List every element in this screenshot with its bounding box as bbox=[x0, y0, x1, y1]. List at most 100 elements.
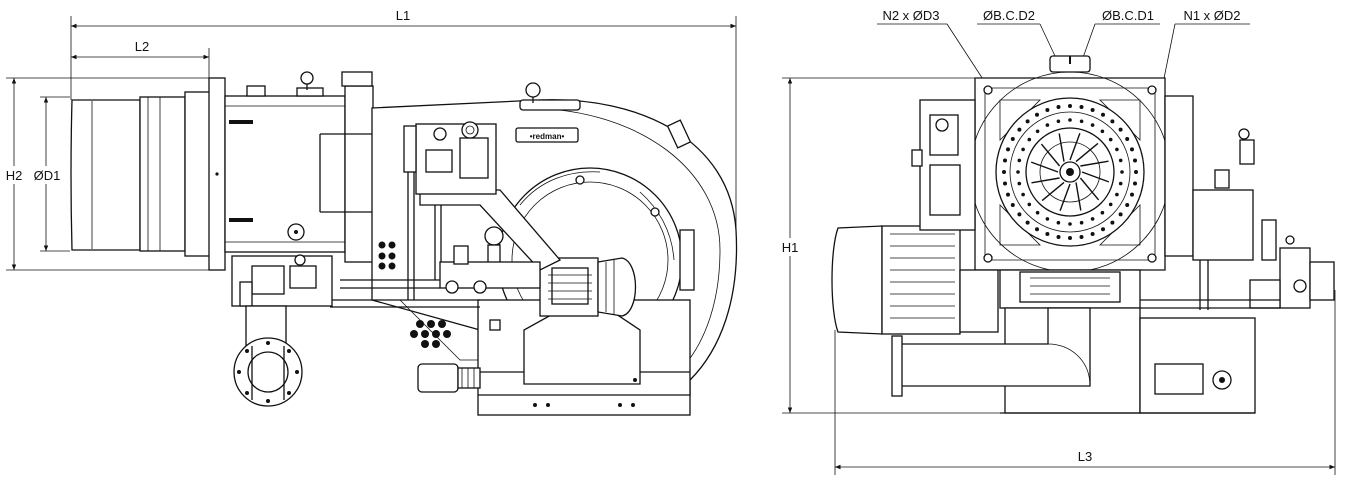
swirler-hole bbox=[1035, 210, 1040, 215]
swirler-hole bbox=[1108, 137, 1113, 142]
swirler-hole bbox=[1010, 137, 1015, 141]
swirler-hole bbox=[1130, 147, 1134, 152]
dimension-l1-label: L1 bbox=[396, 8, 410, 23]
swirler-hole bbox=[1130, 192, 1134, 197]
swirler-hole bbox=[1133, 181, 1137, 186]
swirler-hole bbox=[1056, 105, 1061, 109]
swirler-holes bbox=[1002, 104, 1138, 240]
front-right-equipment bbox=[1140, 95, 1335, 310]
gas-inlet bbox=[233, 305, 303, 407]
dimension-d1-label: ØD1 bbox=[34, 168, 61, 183]
swirler-hole bbox=[1079, 105, 1084, 109]
nameplate-label: •redman• bbox=[530, 132, 565, 141]
swirler-hole bbox=[1010, 203, 1015, 207]
swirler-hole bbox=[1101, 112, 1105, 117]
swirler-hole bbox=[1118, 181, 1123, 186]
swirler-vane bbox=[1058, 133, 1065, 162]
swirler-hole bbox=[1056, 220, 1061, 225]
dimension-l3: L3 bbox=[834, 290, 1336, 475]
swirler-hole bbox=[1101, 227, 1105, 232]
swirler-hole bbox=[1079, 119, 1084, 124]
fan-motor bbox=[539, 257, 637, 317]
swirler-hole bbox=[1068, 222, 1072, 226]
dimension-h1: H1 bbox=[778, 77, 1005, 414]
swirler-hole bbox=[1125, 137, 1130, 141]
swirler-vane bbox=[1069, 132, 1081, 161]
swirler-hole bbox=[1108, 202, 1113, 207]
side-view: L1 L2 H2 ØD1 bbox=[2, 8, 738, 416]
swirler-hole bbox=[1118, 212, 1123, 217]
swirler-hole bbox=[1002, 170, 1006, 174]
fuel-train bbox=[231, 121, 562, 361]
swirler-vane bbox=[1040, 143, 1061, 167]
swirler-hole bbox=[1090, 232, 1095, 236]
swirler-hole bbox=[1118, 158, 1123, 163]
swirler-hole bbox=[1017, 158, 1022, 163]
dimension-l1: L1 bbox=[70, 8, 737, 230]
dimension-l2: L2 bbox=[71, 39, 210, 80]
dimension-l2-label: L2 bbox=[135, 39, 149, 54]
swirler-hole bbox=[1021, 147, 1025, 152]
swirler-hole bbox=[1110, 220, 1115, 225]
swirler-vane bbox=[1030, 161, 1059, 173]
dimension-h1-label: H1 bbox=[782, 240, 799, 255]
swirler-hole bbox=[1045, 232, 1050, 236]
swirler-hole bbox=[1027, 202, 1032, 207]
swirler-vane bbox=[1080, 160, 1109, 167]
swirler-hole bbox=[1035, 227, 1039, 232]
swirler-hole bbox=[1100, 129, 1105, 134]
callout-n2-d3: N2 x ØD3 bbox=[882, 8, 939, 23]
blast-tube bbox=[70, 77, 226, 271]
swirler-hole bbox=[1045, 217, 1050, 221]
swirler-vane bbox=[1059, 183, 1071, 212]
swirler-hole bbox=[1115, 147, 1119, 152]
swirler-hole bbox=[1110, 119, 1115, 124]
swirler-hole bbox=[1006, 192, 1010, 197]
callout-n1-d2: N1 x ØD2 bbox=[1183, 8, 1240, 23]
swirler-hole bbox=[1115, 192, 1119, 197]
swirler-hole bbox=[1025, 119, 1030, 124]
callout-bcd2: ØB.C.D2 bbox=[983, 8, 1035, 23]
swirler-hole bbox=[1003, 181, 1007, 186]
swirler-hole bbox=[1133, 158, 1137, 163]
swirler-hole bbox=[1045, 108, 1050, 112]
dimension-h2-label: H2 bbox=[6, 168, 23, 183]
swirler-hole bbox=[1035, 112, 1039, 117]
swirler-vane bbox=[1041, 181, 1065, 202]
swirler-hole bbox=[1006, 147, 1010, 152]
swirler-hole bbox=[1017, 212, 1022, 217]
swirler-vane bbox=[1075, 182, 1082, 211]
swirler-hole bbox=[1056, 119, 1061, 124]
swirler-vane bbox=[1081, 171, 1110, 183]
head-section bbox=[224, 71, 398, 263]
swirler-hole bbox=[1120, 170, 1124, 174]
dimension-h2: H2 bbox=[2, 77, 210, 271]
dimension-d1: ØD1 bbox=[28, 96, 70, 252]
swirler-hole bbox=[1090, 108, 1095, 112]
swirler-hole bbox=[1056, 235, 1061, 239]
swirler-hole bbox=[1027, 137, 1032, 142]
front-left-equipment bbox=[911, 99, 976, 231]
swirler-hole bbox=[1118, 127, 1123, 132]
swirler-hole bbox=[1021, 192, 1025, 197]
swirler-hole bbox=[1068, 118, 1072, 122]
swirler-hole bbox=[1100, 210, 1105, 215]
swirler-hole bbox=[1025, 220, 1030, 225]
front-motor bbox=[831, 225, 999, 335]
swirler-hole bbox=[1016, 170, 1020, 174]
swirler-hole bbox=[1068, 104, 1072, 108]
swirler-hole bbox=[1068, 236, 1072, 240]
callouts: N2 x ØD3 ØB.C.D2 ØB.C.D1 N1 x ØD2 bbox=[877, 8, 1250, 109]
swirler-hole bbox=[1090, 123, 1095, 127]
callout-bcd1: ØB.C.D1 bbox=[1102, 8, 1154, 23]
swirler-hole bbox=[1003, 158, 1007, 163]
swirler-hole bbox=[1079, 235, 1084, 239]
swirler-hole bbox=[1079, 220, 1084, 225]
dimension-l3-label: L3 bbox=[1078, 449, 1092, 464]
front-view: H1 L3 N2 x ØD3 ØB.C.D2 ØB.C.D1 N1 x ØD2 bbox=[778, 8, 1336, 475]
swirler-hole bbox=[1035, 129, 1040, 134]
swirler-hole bbox=[1045, 123, 1050, 127]
swirler-hole bbox=[1125, 203, 1130, 207]
front-plate bbox=[969, 55, 1171, 273]
